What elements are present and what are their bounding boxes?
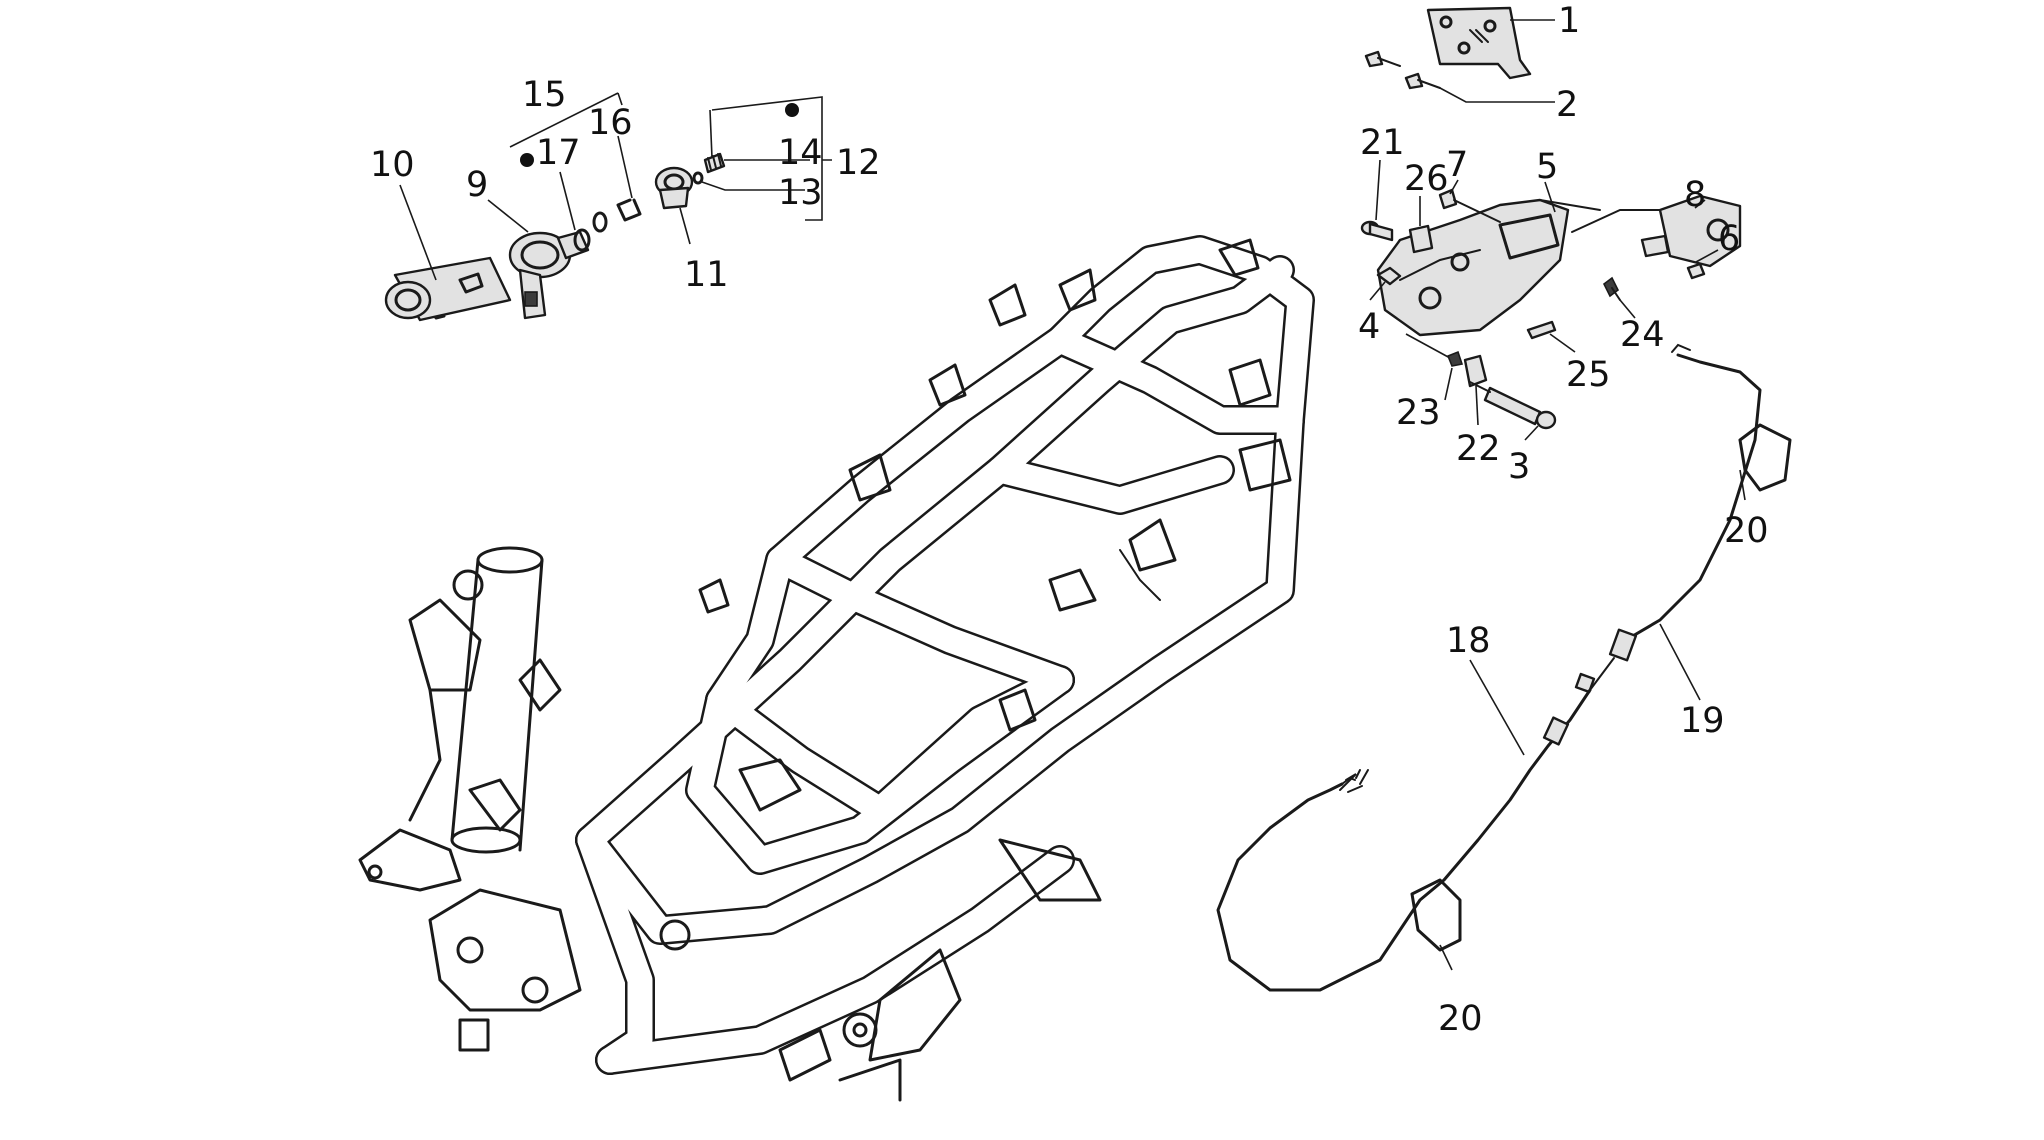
callout-5: 5: [1536, 147, 1558, 187]
callout-7: 7: [1446, 145, 1468, 185]
part-5-latch-body: [1376, 198, 1601, 337]
bracket-12: [711, 96, 832, 221]
cable-end-fitting: [1542, 716, 1570, 746]
part-2-screws: [1364, 50, 1441, 90]
part-11-nut: [654, 166, 694, 210]
bracket-15: [509, 92, 623, 148]
leader-4: [1369, 281, 1386, 301]
callout-14: 14: [778, 133, 823, 173]
leader-10: [399, 184, 437, 281]
leader-11: [679, 207, 691, 245]
scooter-frame: [358, 235, 1315, 1102]
part-7-bolt: [1438, 188, 1501, 223]
cable-assembly: [1216, 343, 1792, 992]
leader-5: [1544, 181, 1556, 213]
leader-8: [1694, 199, 1706, 209]
part-19-cable: [1624, 353, 1762, 642]
part-4-washer: [1376, 266, 1402, 286]
leader-23: [1444, 367, 1453, 401]
callout-26: 26: [1404, 159, 1449, 199]
callout-20-upper: 20: [1724, 511, 1769, 551]
part-17-cylinder: [556, 228, 591, 260]
callout-24: 24: [1620, 315, 1665, 355]
part-24-pin: [1602, 276, 1621, 301]
cable-connector: [1608, 628, 1638, 662]
callout-16: 16: [588, 103, 633, 143]
part-23-clip: [1446, 350, 1464, 367]
callout-8: 8: [1684, 175, 1706, 215]
part-14-screw: [703, 152, 726, 174]
steering-head: [358, 546, 544, 892]
part-20-loop-upper: [1738, 423, 1792, 492]
leader-7: [1449, 179, 1459, 195]
lower-brackets: [428, 658, 1102, 1102]
callout-4: 4: [1358, 307, 1380, 347]
callout-3: 3: [1508, 447, 1530, 487]
leader-19: [1659, 623, 1701, 701]
callout-21: 21: [1360, 123, 1405, 163]
callout-9: 9: [466, 165, 488, 205]
leader-6: [1695, 249, 1719, 263]
callout-17: 17: [536, 133, 581, 173]
leader-2: [1439, 87, 1555, 103]
leader-16: [617, 135, 633, 199]
part-18-cable: [1216, 688, 1592, 992]
dot-12: [785, 103, 799, 117]
part-3-shaft: [1469, 381, 1557, 430]
part-21-screw: [1360, 220, 1394, 242]
leader-20-upper: [1739, 469, 1746, 501]
callout-2: 2: [1556, 85, 1578, 125]
leader-9: [487, 199, 529, 233]
part-9-bracket: [508, 231, 572, 320]
callout-25: 25: [1566, 355, 1611, 395]
seat-latch-assembly: [1360, 6, 1742, 441]
part-22-bracket: [1463, 354, 1488, 388]
leader-24: [1619, 299, 1636, 319]
callout-22: 22: [1456, 429, 1501, 469]
lock-washer: [592, 211, 608, 233]
leader-18: [1469, 659, 1525, 756]
callout-19: 19: [1680, 701, 1725, 741]
callout-18: 18: [1446, 621, 1491, 661]
leader-3: [1524, 425, 1539, 441]
frame-tabs: [698, 238, 1292, 732]
callout-6: 6: [1718, 219, 1740, 259]
leader-17: [559, 171, 576, 231]
lock-assembly: [384, 92, 832, 322]
dot-17: [520, 153, 534, 167]
callout-15: 15: [522, 75, 567, 115]
part-13-spring: [692, 171, 704, 185]
leader-21: [1375, 159, 1381, 221]
callout-labels: 1 2 3 4 5 6 7 8 9 10 11 12 13 14 15 16 1…: [370, 1, 1769, 1039]
frame-tubes: [575, 235, 1315, 1075]
part-26-bracket: [1408, 224, 1434, 254]
part-6-nut: [1686, 262, 1706, 280]
callout-20-lower: 20: [1438, 999, 1483, 1039]
leader-25: [1549, 333, 1576, 353]
part-20-loop-lower: [1410, 878, 1462, 952]
part-25-pin: [1526, 320, 1557, 340]
lock-barrel: [384, 256, 512, 322]
callout-12: 12: [836, 143, 881, 183]
latch-link: [1571, 209, 1677, 233]
leader-13: [701, 181, 805, 191]
callout-1: 1: [1558, 1, 1580, 41]
callout-10: 10: [370, 145, 415, 185]
part-8-actuator: [1640, 194, 1742, 268]
part-16-spring-clip: [616, 198, 642, 222]
callout-13: 13: [778, 173, 823, 213]
leader-20-lower: [1439, 944, 1453, 971]
leader-22: [1475, 385, 1479, 426]
part-1-plate: [1426, 6, 1532, 80]
callout-11: 11: [684, 255, 729, 295]
callout-23: 23: [1396, 393, 1441, 433]
